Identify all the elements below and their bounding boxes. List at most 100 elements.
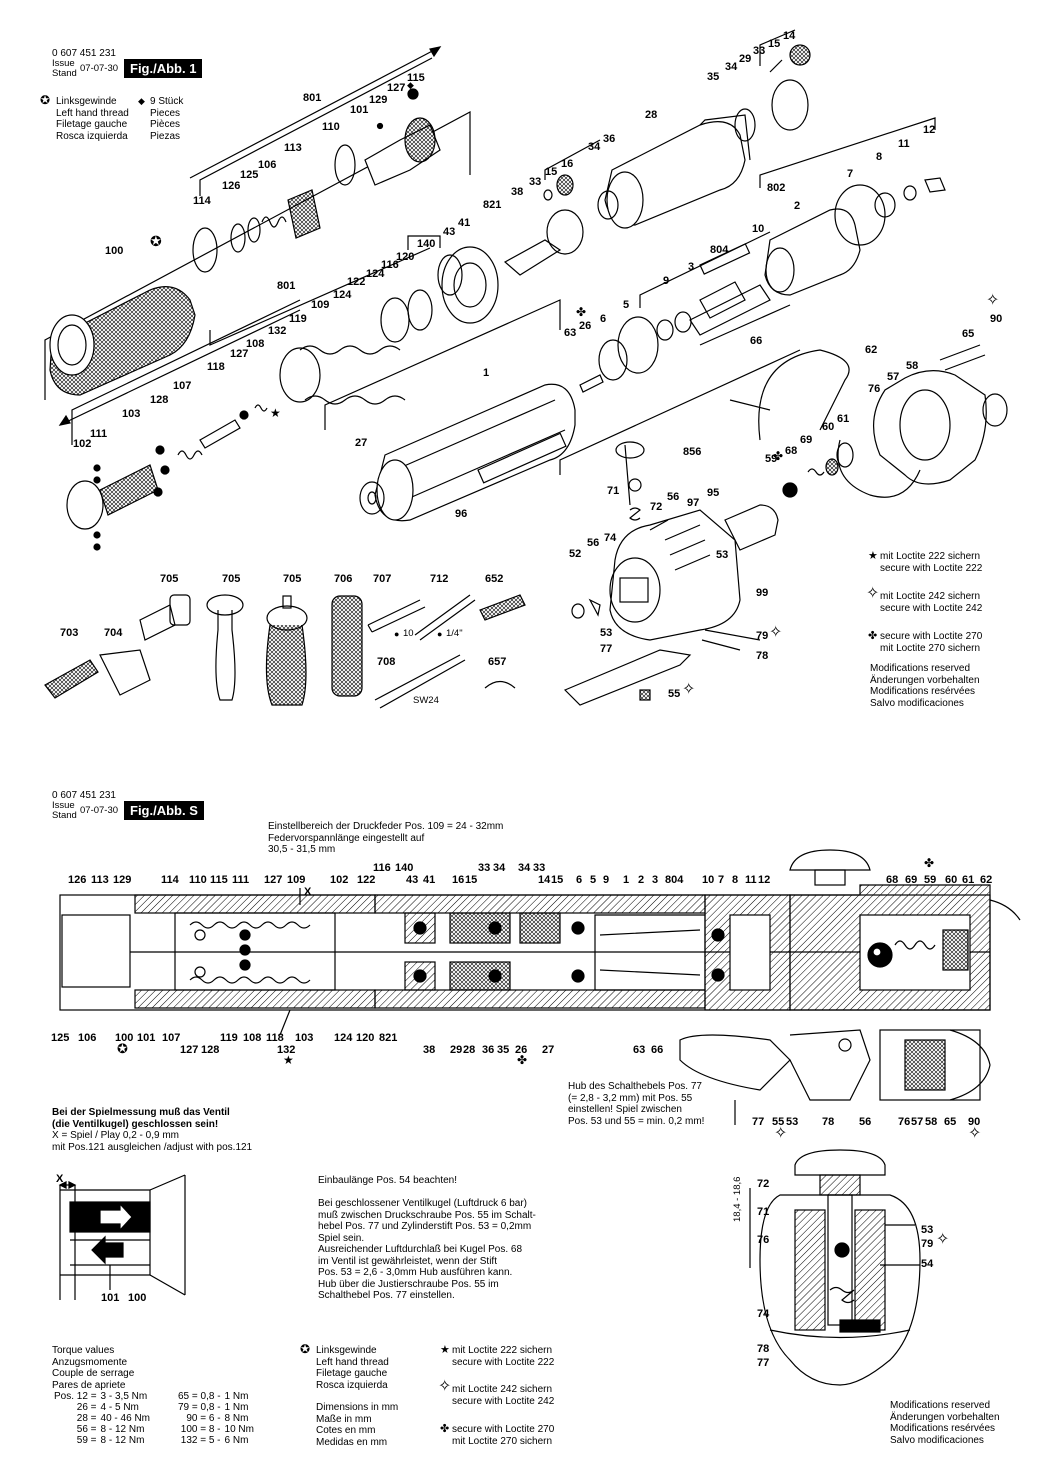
loctite-222-line-0: mit Loctite 222 sichern	[880, 551, 981, 562]
section-part-label: 33	[478, 862, 491, 874]
part-label: 101	[350, 104, 369, 116]
valve-note-3: mit Pos.121 ausgleichen /adjust with pos…	[52, 1141, 253, 1153]
hub-note-0: Hub des Schalthebels Pos. 77	[568, 1081, 702, 1092]
section-part-label: 77	[752, 1116, 765, 1128]
section-part-label: 68	[886, 874, 899, 886]
part-label: 15	[545, 166, 558, 178]
part-label: 804	[710, 244, 729, 256]
accessory-label: 705	[222, 573, 241, 585]
legend-left-hand-thread-s: ✪ Linksgewinde Left hand thread Filetage…	[300, 1343, 389, 1391]
part-label: 114	[193, 195, 211, 207]
torque-cell: 90 = 6 -	[186, 1413, 221, 1424]
part-label: 79	[756, 630, 769, 642]
loctite-222-line-1: secure with Loctite 222	[880, 562, 983, 574]
left-hand-thread-icon: ✪	[40, 93, 51, 107]
part-label: 106	[258, 159, 277, 171]
section-part-label: 821	[379, 1032, 398, 1044]
part-label: 57	[887, 371, 900, 383]
dimensions-note: Dimensions in mm Maße in mm Cotes en mm …	[316, 1402, 398, 1448]
part-label: 29	[739, 53, 752, 65]
section-part-label: 129	[113, 874, 132, 886]
part-label: 119	[289, 313, 307, 325]
part-label: 56	[667, 491, 680, 503]
accessory-size-label: 10	[403, 628, 414, 639]
part-label: 53	[716, 549, 729, 561]
part-label: 127	[387, 82, 406, 94]
spring-range-note: Einstellbereich der Druckfeder Pos. 109 …	[268, 821, 503, 856]
accessory-label: 712	[430, 573, 449, 585]
part-label: 110	[322, 121, 340, 133]
section-part-label: 15	[551, 874, 564, 886]
part-label: 107	[173, 380, 192, 392]
part-label: 124	[333, 289, 352, 301]
section-part-label: 34	[493, 862, 506, 874]
loctite-242-line-1: secure with Loctite 242	[880, 602, 983, 614]
part-label: 77	[600, 643, 613, 655]
install-note-6: Ausreichender Luftdurchlaß bei Kugel Pos…	[318, 1244, 523, 1255]
loctite-242-s-0: mit Loctite 242 sichern	[452, 1384, 553, 1395]
section-part-label: 127	[264, 874, 283, 886]
loctite-270-line-0: secure with Loctite 270	[880, 631, 983, 642]
section-part-label: 90	[968, 1116, 981, 1128]
dot-icon: ●	[394, 629, 400, 639]
modifications-s-1: Änderungen vorbehalten	[890, 1411, 1000, 1423]
loctite-222-s-0: mit Loctite 222 sichern	[452, 1345, 553, 1356]
section-part-label: 125	[51, 1032, 70, 1044]
torque-cell: 4 - 5 Nm	[100, 1402, 139, 1413]
part-label: 69	[800, 434, 813, 446]
part-label: 10	[752, 223, 765, 235]
part-label: 16	[561, 158, 574, 170]
stand-label: Stand	[52, 68, 77, 79]
accessory-label: 706	[334, 573, 353, 585]
part-label: 12	[923, 124, 936, 136]
torque-cell: 1 Nm	[224, 1402, 249, 1413]
star-icon: ★	[283, 1053, 294, 1067]
section-part-label: 3	[652, 874, 659, 886]
part-label: 33	[529, 176, 542, 188]
valve-block	[609, 509, 741, 641]
section-part-label: X	[304, 886, 312, 898]
sparkle-icon: ✧	[968, 1125, 982, 1142]
torque-cell: 10 Nm	[224, 1424, 254, 1435]
part-label: 35	[707, 71, 720, 83]
part-label: 821	[483, 199, 502, 211]
accessory-label: 704	[104, 627, 123, 639]
torque-cell: 100 = 8 -	[180, 1424, 221, 1435]
cross-section-drawing	[59, 849, 1021, 1101]
valve-note-2: X = Spiel / Play 0,2 - 0,9 mm	[52, 1130, 179, 1141]
install-note-2: Bei geschlossener Ventilkugel (Luftdruck…	[318, 1198, 528, 1209]
part-label: 27	[355, 437, 368, 449]
section-part-label: 16	[452, 874, 465, 886]
section-part-label: 8	[732, 874, 739, 886]
sparkle-icon: ✧	[774, 1125, 788, 1142]
section-part-label: 100	[115, 1032, 134, 1044]
part-label: 100	[105, 245, 124, 257]
modifications-s-3: Salvo modificaciones	[890, 1434, 984, 1446]
dimensions-1: Maße in mm	[316, 1413, 372, 1425]
sparkle-icon: ✧	[682, 681, 696, 698]
part-label: 122	[347, 276, 366, 288]
dot-icon: ●	[437, 629, 443, 639]
valve-part-label: 74	[757, 1308, 770, 1320]
part-label: 856	[683, 446, 702, 458]
section-part-label: 76	[898, 1116, 911, 1128]
accessory-label: 652	[485, 573, 504, 585]
torque-cell: 6 Nm	[224, 1435, 249, 1446]
valve-play-note: Bei der Spielmessung muß das Ventil (die…	[52, 1107, 252, 1153]
section-part-label: 60	[945, 874, 958, 886]
section-part-label: 103	[295, 1032, 314, 1044]
modifications-2: Modifications resérvées	[870, 686, 976, 697]
valve-part-label: 53	[921, 1224, 934, 1236]
torque-cell: 59 =	[76, 1435, 97, 1446]
part-label: 34	[725, 61, 738, 73]
part-label: 116	[381, 259, 399, 271]
section-part-label: 41	[423, 874, 436, 886]
part-label: 127	[230, 348, 249, 360]
loctite-242-legend: ✧ mit Loctite 242 sichern secure with Lo…	[866, 586, 983, 614]
accessory-label: 705	[160, 573, 179, 585]
accessory-size-label: SW24	[413, 695, 439, 706]
section-dimension: 18,4 - 18,6	[732, 1176, 743, 1222]
left-hand-thread-icon: ✪	[117, 1041, 128, 1056]
